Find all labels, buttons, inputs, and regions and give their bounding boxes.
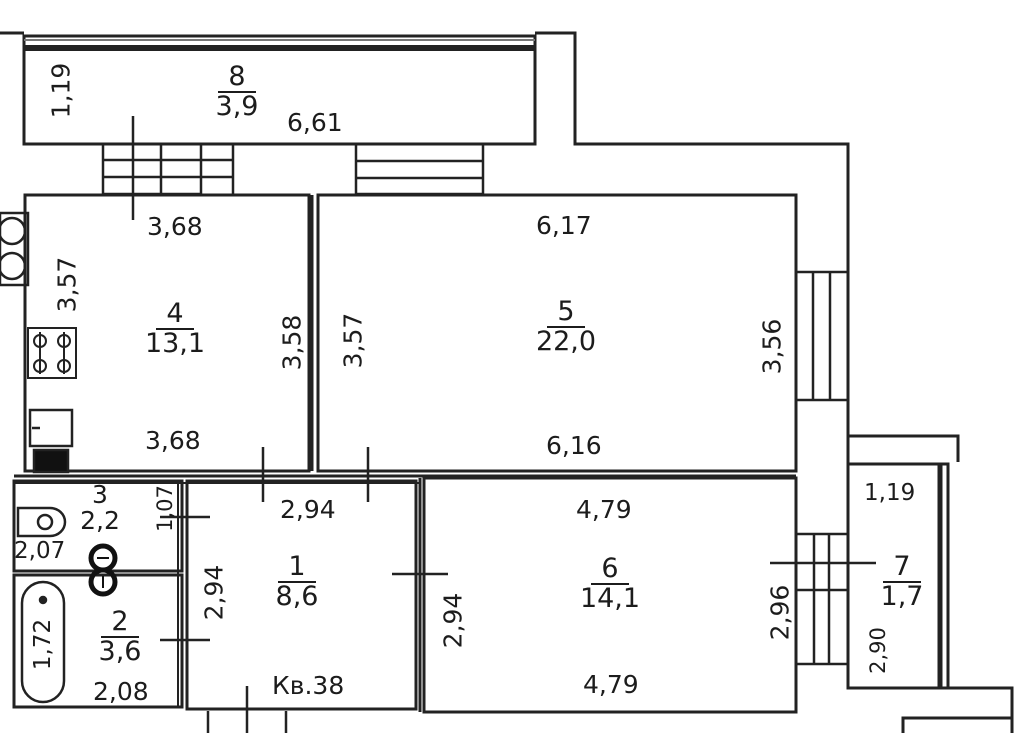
toilet-icon: [88, 543, 118, 597]
hall-room-1: [185, 479, 418, 711]
dim-top-4: 3,68: [147, 212, 203, 241]
window-icon: [354, 142, 485, 196]
balcony-room-7: [846, 436, 1014, 733]
stove-icon: [27, 327, 77, 379]
dim-top-5: 6,17: [536, 211, 592, 240]
kitchen-sink-icon: [0, 211, 30, 287]
washbasin-icon: [16, 506, 67, 538]
dim-bottom-4: 3,68: [145, 426, 201, 455]
kitchen-room-4: [23, 193, 311, 473]
dim-bottom-5: 6,16: [546, 431, 602, 460]
dim-side-7: 2,90: [865, 627, 890, 674]
dim-left-5: 3,57: [338, 312, 368, 369]
dim-side-1: 2,94: [199, 564, 229, 621]
dim-left-6: 2,94: [438, 592, 468, 649]
dim-right-6: 2,96: [765, 584, 795, 641]
loggia-room-8: [0, 31, 960, 462]
dim-side-3: 1,07: [152, 485, 177, 532]
dim-left-4: 3,57: [52, 256, 82, 313]
apartment-label: Кв.38: [272, 671, 345, 700]
dim-bath-2: 1,72: [30, 618, 57, 671]
dim-right-4: 3,58: [277, 314, 307, 371]
dim-bottom-6: 4,79: [583, 670, 639, 699]
bathtub-icon: [20, 580, 66, 704]
dim-right-5: 3,56: [757, 318, 787, 375]
dim-top-1: 2,94: [280, 495, 336, 524]
dim-length-8: 6,61: [287, 108, 343, 137]
dim-side-8: 1,19: [46, 62, 76, 119]
window-icon: [101, 116, 235, 220]
dim-bottom-2: 2,08: [93, 677, 149, 706]
dim-top-6: 4,79: [576, 495, 632, 524]
window-icon: [794, 270, 850, 402]
sink-icon: [28, 408, 74, 474]
dim-top-7: 1,19: [864, 480, 916, 506]
dim-width-3: 2,07: [14, 538, 66, 564]
